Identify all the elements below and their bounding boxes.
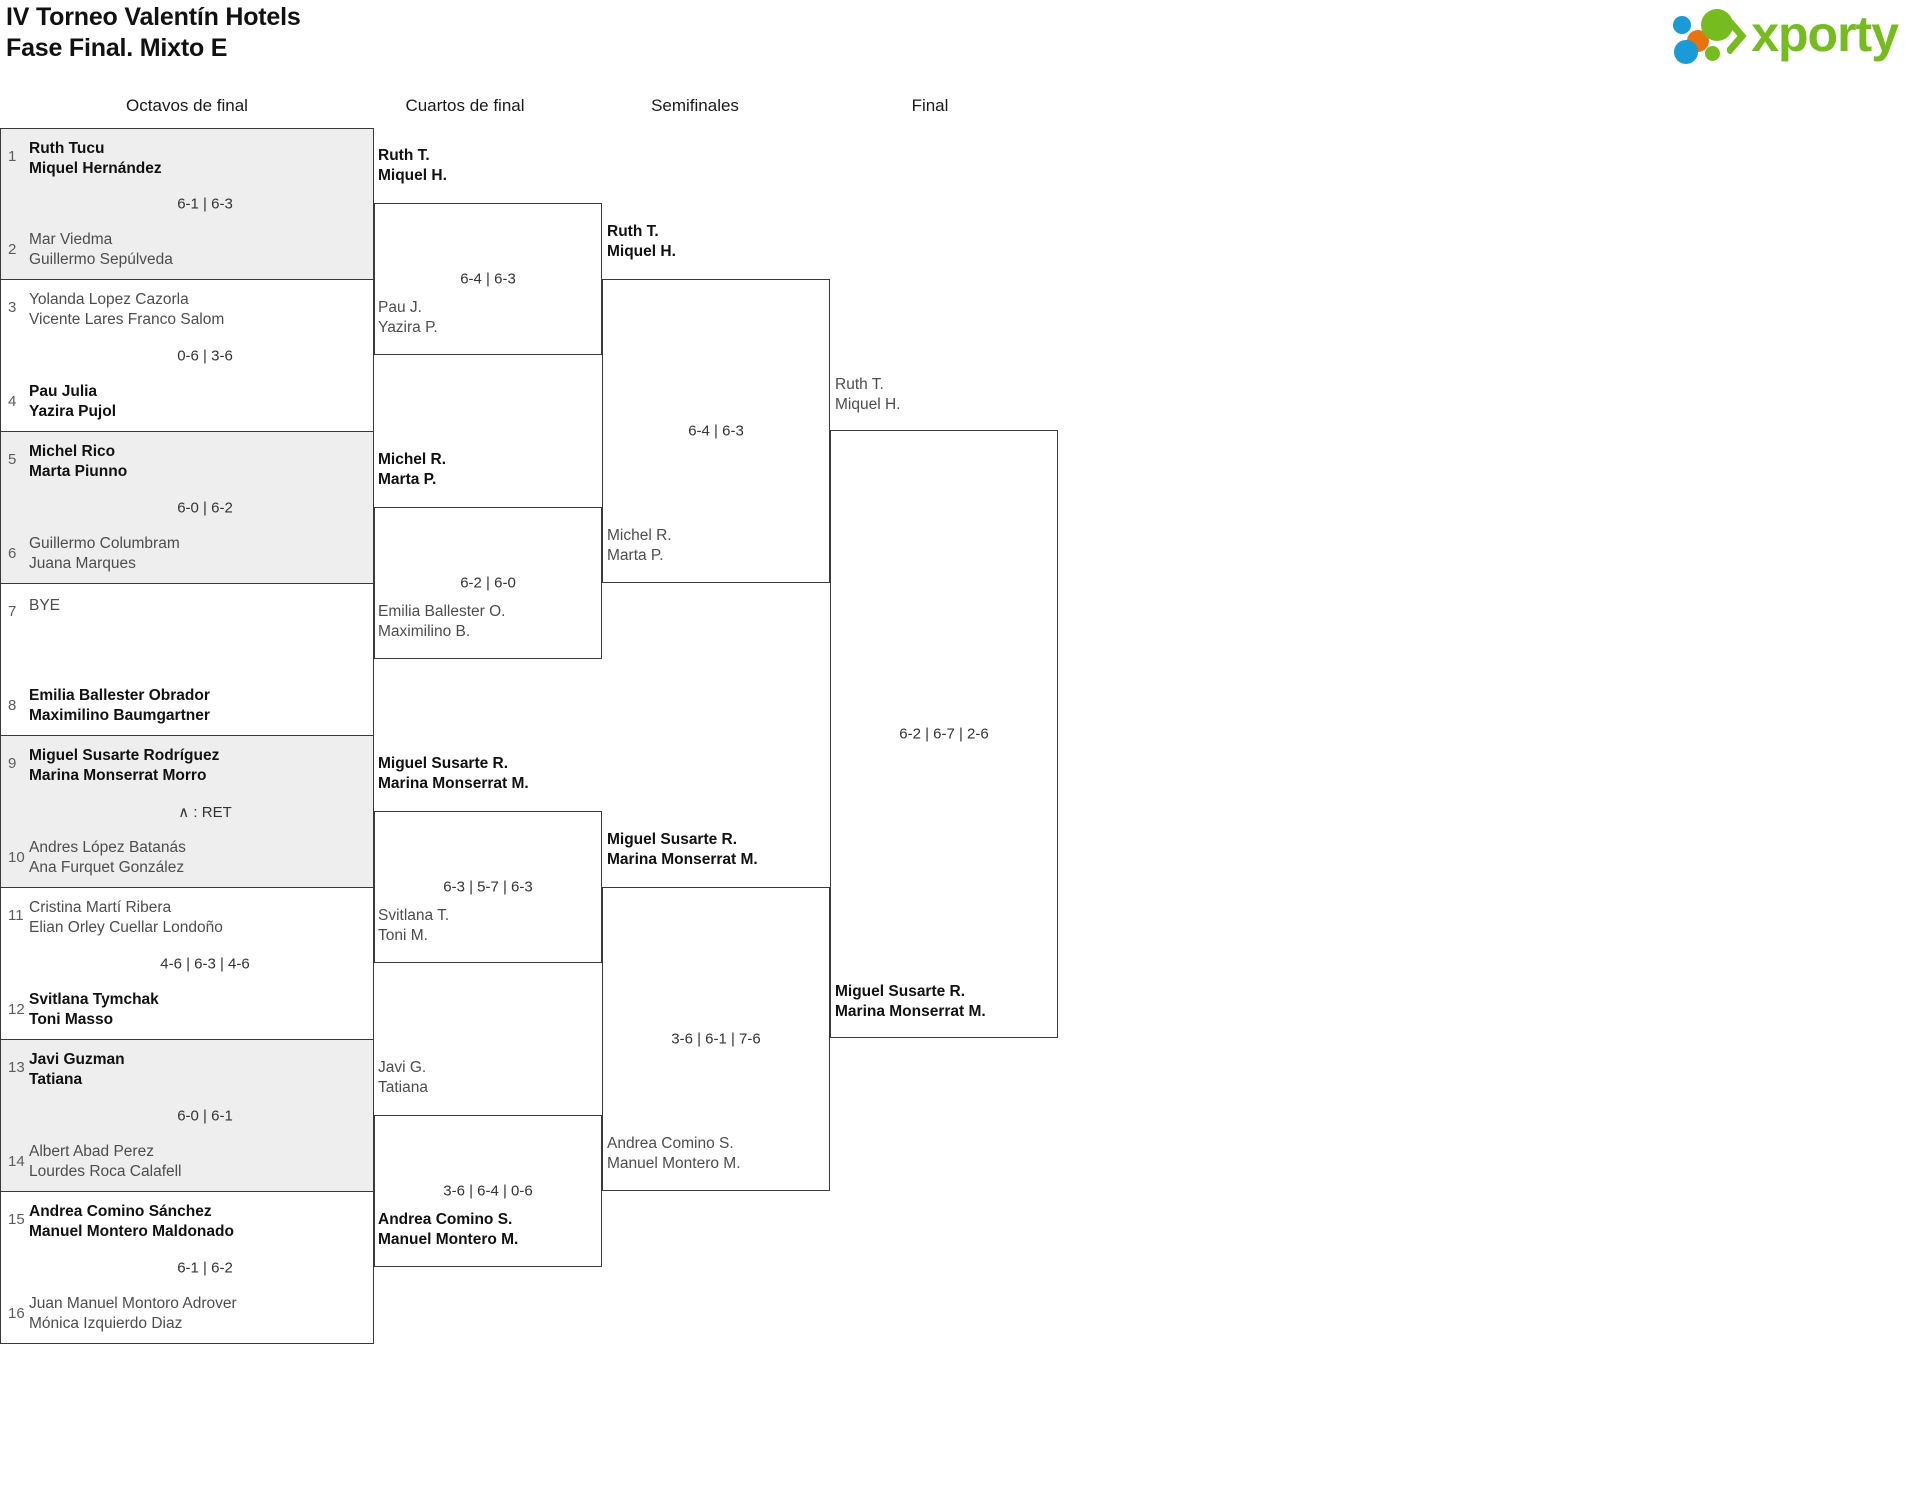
qf2-team-bottom[interactable]: Emilia Ballester O. Maximilino B. <box>378 603 506 640</box>
team-bottom[interactable]: Juan Manuel Montoro Adrover Mónica Izqui… <box>29 1295 237 1332</box>
xporty-logo[interactable]: xporty <box>1673 6 1899 64</box>
seed-number: 13 <box>8 1059 25 1076</box>
qf2-team-top[interactable]: Michel R. Marta P. <box>378 451 447 488</box>
seed-number: 14 <box>8 1153 25 1170</box>
match-score: 6-0 | 6-2 <box>177 499 233 516</box>
seed-number: 6 <box>8 545 17 562</box>
seed-number: 5 <box>8 451 17 468</box>
sf2-team-bottom[interactable]: Andrea Comino S. Manuel Montero M. <box>607 1135 741 1172</box>
round-header-semifinales: Semifinales <box>651 96 739 115</box>
team-bottom[interactable]: Albert Abad Perez Lourdes Roca Calafell <box>29 1143 182 1180</box>
qf-match-3-box[interactable]: 6-3 | 5-7 | 6-3 <box>374 811 602 963</box>
team-bottom[interactable]: Mar Viedma Guillermo Sepúlveda <box>29 231 173 268</box>
r16-match-6[interactable]: 11 Cristina Martí Ribera Elian Orley Cue… <box>0 888 374 1040</box>
qf4-team-top[interactable]: Javi G. Tatiana <box>378 1059 428 1096</box>
seed-number: 7 <box>8 603 17 620</box>
seed-number: 2 <box>8 241 17 258</box>
r16-match-8[interactable]: 15 Andrea Comino Sánchez Manuel Montero … <box>0 1192 374 1344</box>
seed-number: 16 <box>8 1305 25 1322</box>
sf1-team-bottom[interactable]: Michel R. Marta P. <box>607 527 672 564</box>
round-header-octavos: Octavos de final <box>126 96 248 115</box>
match-score: 6-2 | 6-0 <box>460 574 516 592</box>
team-top-bye: BYE <box>29 597 61 614</box>
team-bottom[interactable]: Emilia Ballester Obrador Maximilino Baum… <box>29 687 210 724</box>
final-match-box[interactable]: 6-2 | 6-7 | 2-6 <box>830 430 1058 1038</box>
team-bottom[interactable]: Pau Julia Yazira Pujol <box>29 383 117 420</box>
team-top[interactable]: Miguel Susarte Rodríguez Marina Monserra… <box>29 747 220 784</box>
match-score: 6-4 | 6-3 <box>688 422 744 440</box>
qf-match-4-box[interactable]: 3-6 | 6-4 | 0-6 <box>374 1115 602 1267</box>
seed-number: 11 <box>8 907 24 924</box>
team-top[interactable]: Javi Guzman Tatiana <box>29 1051 125 1088</box>
match-score: 6-0 | 6-1 <box>177 1107 233 1124</box>
match-score: 3-6 | 6-4 | 0-6 <box>443 1182 533 1200</box>
seed-number: 3 <box>8 299 17 316</box>
team-top[interactable]: Ruth Tucu Miquel Hernández <box>29 140 162 177</box>
sf-match-2-box[interactable]: 3-6 | 6-1 | 7-6 <box>602 887 830 1191</box>
r16-match-3[interactable]: 5 Michel Rico Marta Piunno 6-0 | 6-2 6 G… <box>0 432 374 584</box>
qf-match-1-box[interactable]: 6-4 | 6-3 <box>374 203 602 355</box>
r16-match-5[interactable]: 9 Miguel Susarte Rodríguez Marina Monser… <box>0 736 374 888</box>
match-score: 3-6 | 6-1 | 7-6 <box>671 1030 761 1048</box>
team-top[interactable]: Andrea Comino Sánchez Manuel Montero Mal… <box>29 1203 234 1240</box>
round-header-final: Final <box>911 96 949 115</box>
team-bottom[interactable]: Guillermo Columbram Juana Marques <box>29 535 180 572</box>
match-score: 0-6 | 3-6 <box>177 347 233 364</box>
sf2-team-top[interactable]: Miguel Susarte R. Marina Monserrat M. <box>607 831 758 868</box>
seed-number: 10 <box>8 849 25 866</box>
match-score: 6-3 | 5-7 | 6-3 <box>443 878 533 896</box>
match-score: 4-6 | 6-3 | 4-6 <box>160 955 250 972</box>
match-score: ∧ : RET <box>178 803 232 821</box>
logo-wordmark: xporty <box>1751 6 1899 62</box>
seed-number: 9 <box>8 755 17 772</box>
match-score: 6-1 | 6-3 <box>177 195 233 213</box>
r16-match-4[interactable]: 7 BYE 8 Emilia Ballester Obrador Maximil… <box>0 584 374 736</box>
seed-number: 8 <box>8 697 17 714</box>
tournament-phase: Fase Final. Mixto E <box>6 34 228 62</box>
match-score: 6-4 | 6-3 <box>460 270 516 288</box>
r16-match-2[interactable]: 3 Yolanda Lopez Cazorla Vicente Lares Fr… <box>0 280 374 432</box>
qf3-team-top[interactable]: Miguel Susarte R. Marina Monserrat M. <box>378 755 529 792</box>
qf-match-2-box[interactable]: 6-2 | 6-0 <box>374 507 602 659</box>
match-score: 6-1 | 6-2 <box>177 1259 233 1276</box>
round-of-16-column: 1 Ruth Tucu Miquel Hernández 6-1 | 6-3 2… <box>0 128 374 1344</box>
sf-match-1-box[interactable]: 6-4 | 6-3 <box>602 279 830 583</box>
final-team-bottom-champion[interactable]: Miguel Susarte R. Marina Monserrat M. <box>835 983 986 1020</box>
r16-match-7[interactable]: 13 Javi Guzman Tatiana 6-0 | 6-1 14 Albe… <box>0 1040 374 1192</box>
qf3-team-bottom[interactable]: Svitlana T. Toni M. <box>378 907 450 944</box>
team-top[interactable]: Cristina Martí Ribera Elian Orley Cuella… <box>29 899 223 936</box>
round-header-cuartos: Cuartos de final <box>405 96 525 115</box>
final-team-top[interactable]: Ruth T. Miquel H. <box>835 376 901 413</box>
qf4-team-bottom[interactable]: Andrea Comino S. Manuel Montero M. <box>378 1211 519 1248</box>
team-top[interactable]: Michel Rico Marta Piunno <box>29 443 128 480</box>
tournament-name: IV Torneo Valentín Hotels <box>6 3 301 31</box>
seed-number: 4 <box>8 393 17 410</box>
logo-dots-icon <box>1673 8 1747 64</box>
sf1-team-top[interactable]: Ruth T. Miquel H. <box>607 223 676 260</box>
seed-number: 12 <box>8 1001 25 1018</box>
page-title: IV Torneo Valentín Hotels Fase Final. Mi… <box>6 2 301 64</box>
seed-number: 15 <box>8 1211 25 1228</box>
team-top[interactable]: Yolanda Lopez Cazorla Vicente Lares Fran… <box>29 291 225 328</box>
qf1-team-bottom[interactable]: Pau J. Yazira P. <box>378 299 438 336</box>
team-bottom[interactable]: Andres López Batanás Ana Furquet Gonzále… <box>29 839 186 876</box>
team-bottom[interactable]: Svitlana Tymchak Toni Masso <box>29 991 159 1028</box>
seed-number: 1 <box>8 148 17 165</box>
r16-match-1[interactable]: 1 Ruth Tucu Miquel Hernández 6-1 | 6-3 2… <box>0 128 374 280</box>
match-score: 6-2 | 6-7 | 2-6 <box>899 725 989 743</box>
qf1-team-top[interactable]: Ruth T. Miquel H. <box>378 147 447 184</box>
